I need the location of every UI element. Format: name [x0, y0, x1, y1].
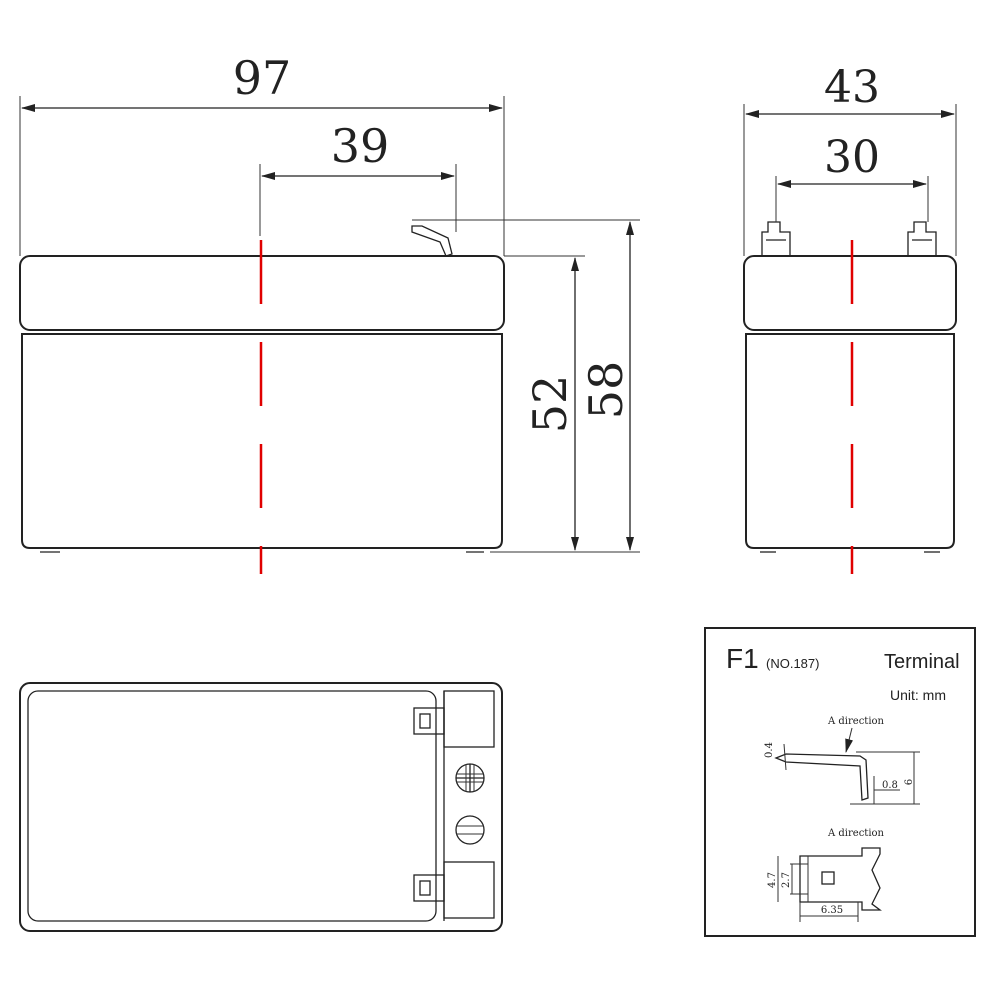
side-view-terminal-right [907, 221, 937, 256]
thickness-0-4: 0.4 [764, 742, 775, 758]
side-view: 43 30 [743, 62, 957, 574]
dim-30: 30 [824, 132, 880, 183]
terminal-code: F1 [726, 643, 759, 674]
dim-43: 43 [824, 62, 880, 113]
terminal-a-view [799, 847, 882, 911]
width-2-7: 2.7 [781, 872, 792, 888]
front-view-body [21, 333, 503, 549]
dim-58: 58 [579, 361, 633, 420]
top-view-terminal-positive [413, 690, 495, 748]
negative-symbol-icon [455, 815, 485, 845]
top-view-outline [19, 682, 503, 932]
thickness-0-8: 0.8 [882, 780, 898, 791]
terminal-number: (NO.187) [766, 656, 819, 671]
terminal-title: Terminal [884, 651, 960, 673]
front-view: 97 39 52 58 [19, 51, 640, 574]
direction-label-2: A direction [827, 828, 885, 839]
terminal-unit: Unit: mm [890, 687, 946, 703]
top-view-terminal-negative [413, 861, 495, 919]
top-view [19, 682, 503, 932]
dim-97: 97 [233, 51, 292, 105]
length-6-35: 6.35 [821, 905, 843, 916]
side-view-terminal-left [761, 221, 791, 256]
dim-52: 52 [523, 375, 577, 434]
dim-39: 39 [331, 119, 390, 173]
width-4-7: 4.7 [767, 872, 778, 888]
height-6: 6 [904, 779, 915, 785]
top-view-inner-panel [27, 690, 437, 922]
terminal-detail-box: F1 (NO.187) Terminal Unit: mm A directio… [704, 627, 976, 937]
positive-symbol-icon [455, 763, 485, 793]
front-view-terminal [411, 225, 453, 257]
side-view-body [745, 333, 955, 549]
terminal-profile [774, 753, 869, 801]
direction-label-1: A direction [827, 716, 885, 727]
side-view-lid [743, 255, 957, 331]
